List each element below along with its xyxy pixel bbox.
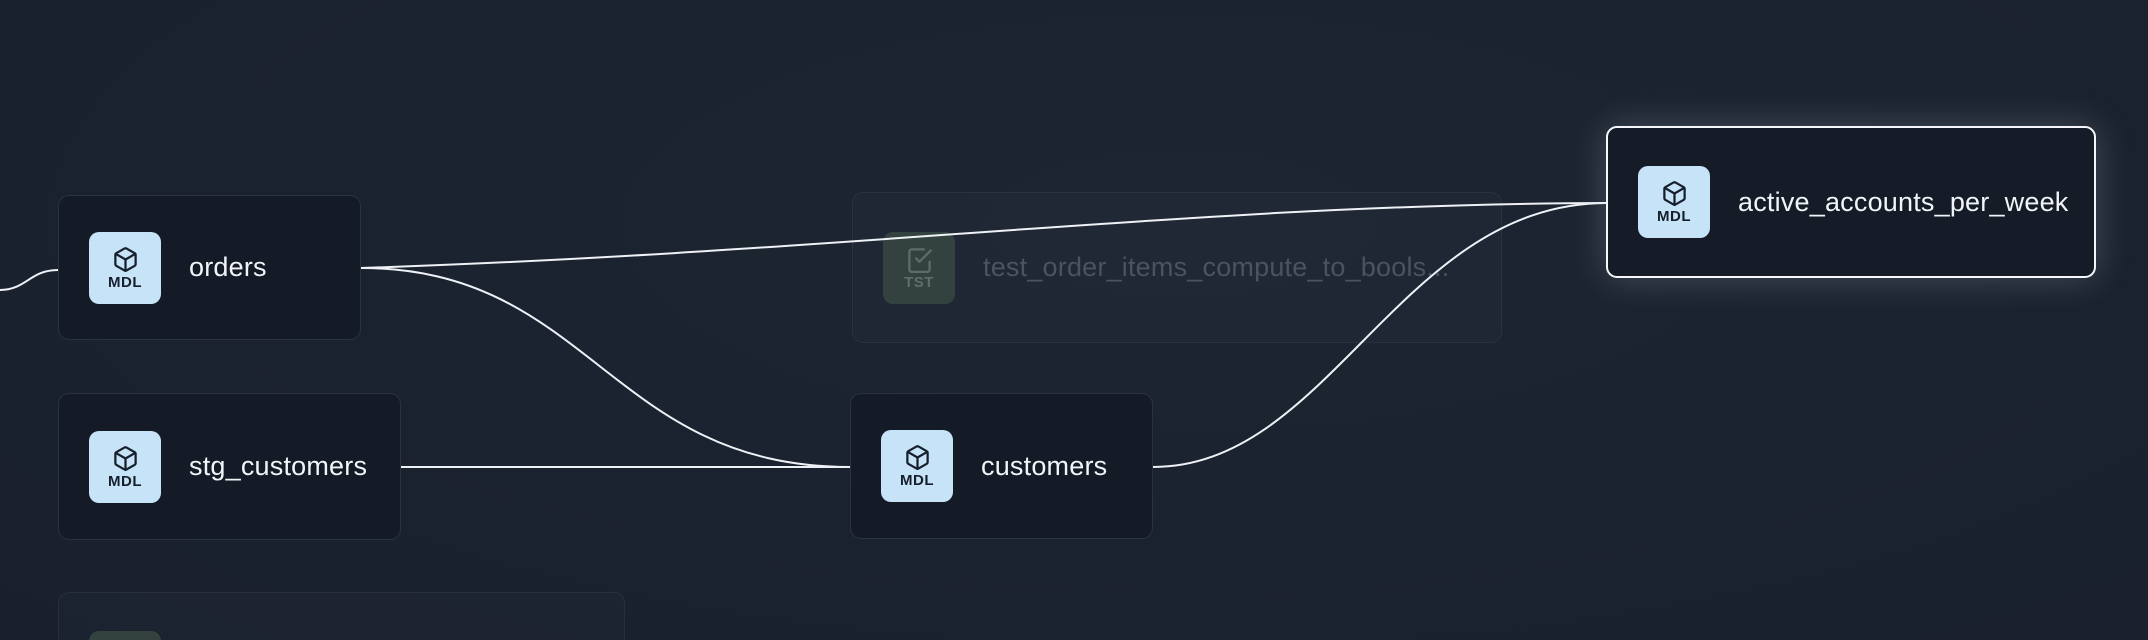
model-cube-icon: MDL: [89, 430, 161, 503]
model-badge-label: MDL: [108, 472, 142, 490]
test-badge-label: TST: [904, 273, 934, 291]
node-partial-bottom[interactable]: [58, 592, 625, 640]
node-test-order-items[interactable]: TST test_order_items_compute_to_bools...: [852, 192, 1502, 343]
model-cube-icon: MDL: [881, 430, 953, 502]
node-label: stg_customers: [189, 451, 368, 481]
model-badge-label: MDL: [900, 472, 934, 489]
node-label: orders: [189, 252, 267, 282]
test-check-icon: [89, 631, 161, 640]
node-stg-customers[interactable]: MDL stg_customers: [58, 393, 401, 540]
node-orders[interactable]: MDL orders: [58, 195, 361, 340]
edge-offscreen-orders: [0, 269, 59, 291]
model-badge-label: MDL: [108, 273, 142, 291]
node-customers[interactable]: MDL customers: [850, 393, 1153, 539]
model-cube-icon: MDL: [89, 231, 161, 304]
model-badge-label: MDL: [1657, 208, 1691, 225]
node-label: active_accounts_per_week: [1738, 186, 2069, 217]
model-cube-icon: MDL: [1638, 166, 1710, 238]
edge-orders-customers: [360, 267, 851, 468]
node-label: customers: [981, 450, 1108, 481]
test-check-icon: TST: [883, 231, 955, 304]
node-active-accounts-per-week[interactable]: MDL active_accounts_per_week: [1606, 126, 2096, 278]
node-label: test_order_items_compute_to_bools...: [983, 252, 1450, 282]
